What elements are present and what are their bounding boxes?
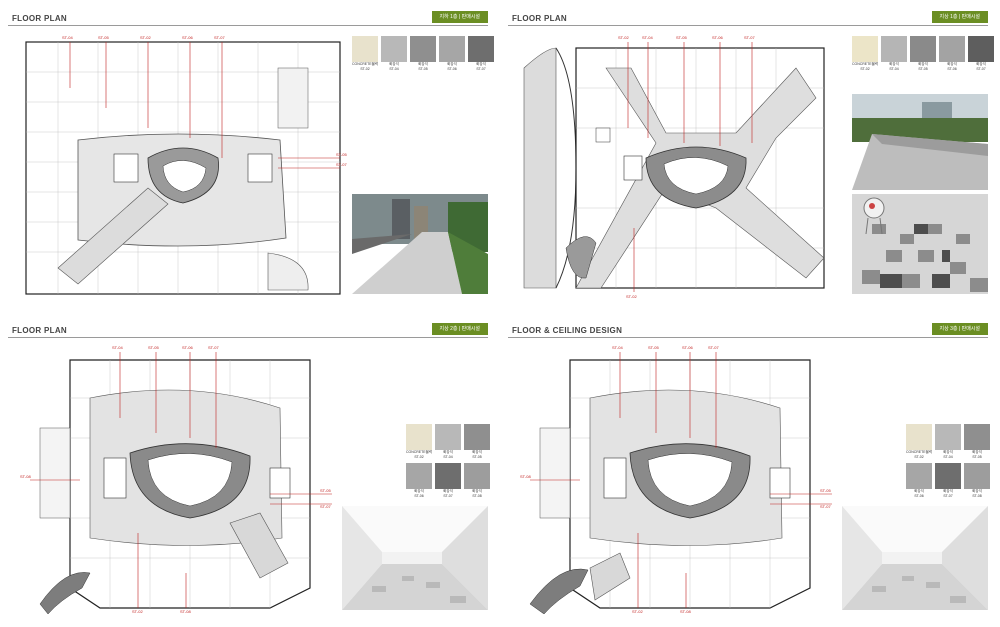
- bottom-label-st02: ST-02: [632, 609, 643, 614]
- bottom-label-st08: ST-08: [180, 609, 191, 614]
- floor-plan-drawing: ST-02 ST-04 ST-05 ST-06 ST-07 ST-02: [523, 35, 825, 299]
- floor-tag: 지상 2층 | 판매시설: [431, 323, 488, 335]
- side-label-st05: ST-05: [320, 488, 331, 493]
- floor-tag: 지하 1층 | 판매시설: [431, 11, 488, 23]
- floor-plan-drawing: ST-04 ST-05 ST-06 ST-07 ST-08 ST-05 ST-0…: [520, 345, 832, 614]
- panel-2f-floor-plan: FLOOR PLAN 지상 2층 | 판매시설 ST-04 ST-05 ST-0…: [8, 320, 490, 616]
- bottom-label-st02: ST-02: [626, 294, 637, 299]
- label-st04: ST-04: [612, 345, 623, 350]
- label-st04: ST-04: [62, 35, 73, 40]
- left-label-st08: ST-08: [520, 474, 531, 479]
- label-st04: ST-04: [642, 35, 653, 40]
- bottom-label-st08: ST-08: [680, 609, 691, 614]
- bottom-label-st02: ST-02: [132, 609, 143, 614]
- floor-plan-drawing: ST-04 ST-05 ST-06 ST-07 ST-08 ST-05 ST-0…: [20, 345, 332, 614]
- label-st02: ST-02: [140, 35, 151, 40]
- label-st06: ST-06: [182, 35, 193, 40]
- panel-3f-floor-ceiling-design: FLOOR & CEILING DESIGN 지상 3층 | 판매시설 ST-0…: [508, 320, 990, 616]
- label-st07: ST-07: [214, 35, 225, 40]
- label-st06: ST-06: [712, 35, 723, 40]
- side-label-st07: ST-07: [336, 162, 347, 167]
- panel-title: FLOOR PLAN: [12, 326, 67, 335]
- panel-title: FLOOR & CEILING DESIGN: [512, 326, 623, 335]
- label-st02: ST-02: [618, 35, 629, 40]
- label-st05: ST-05: [148, 345, 159, 350]
- title-rule: [8, 337, 488, 338]
- label-st07: ST-07: [708, 345, 719, 350]
- left-label-st08: ST-08: [20, 474, 31, 479]
- label-st05: ST-05: [648, 345, 659, 350]
- photo-paved-walkway: [352, 194, 488, 294]
- photo-checker-paving: [852, 194, 988, 294]
- photo-plaza-paving: [852, 94, 988, 190]
- label-st07: ST-07: [208, 345, 219, 350]
- label-st06: ST-06: [182, 345, 193, 350]
- floor-tag: 지상 1층 | 판매시설: [931, 11, 988, 23]
- floor-plan-drawing: ST-04 ST-05 ST-02 ST-06 ST-07 ST-05 ST-0…: [25, 35, 347, 295]
- label-st06: ST-06: [682, 345, 693, 350]
- panel-b1-floor-plan: FLOOR PLAN 지하 1층 | 판매시설 ST-04 ST-0: [8, 8, 494, 304]
- label-st05: ST-05: [676, 35, 687, 40]
- title-rule: [508, 25, 988, 26]
- side-label-st07: ST-07: [320, 504, 331, 509]
- title-rule: [8, 25, 488, 26]
- photo-corridor: [842, 506, 988, 610]
- side-label-st07: ST-07: [820, 504, 831, 509]
- title-rule: [508, 337, 988, 338]
- panel-1f-floor-plan: FLOOR PLAN 지상 1층 | 판매시설 ST-02 ST-04 ST-0…: [508, 8, 994, 304]
- label-st07: ST-07: [744, 35, 755, 40]
- side-label-st05: ST-05: [336, 152, 347, 157]
- label-st05: ST-05: [98, 35, 109, 40]
- side-label-st05: ST-05: [820, 488, 831, 493]
- floor-tag: 지상 3층 | 판매시설: [931, 323, 988, 335]
- panel-title: FLOOR PLAN: [512, 14, 567, 23]
- panel-title: FLOOR PLAN: [12, 14, 67, 23]
- photo-corridor: [342, 506, 488, 610]
- label-st04: ST-04: [112, 345, 123, 350]
